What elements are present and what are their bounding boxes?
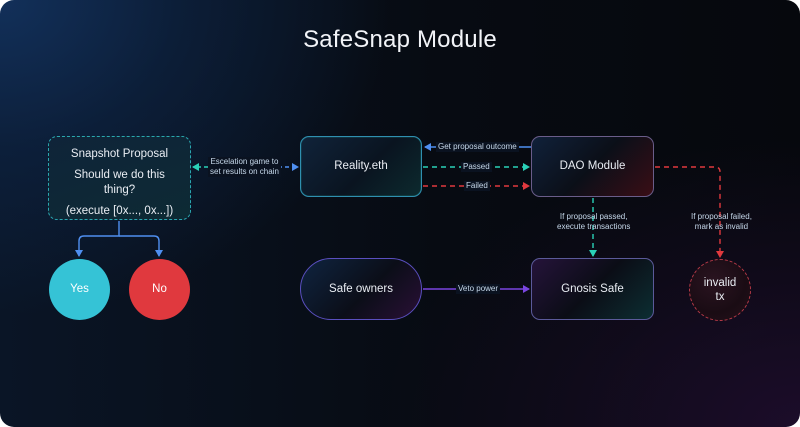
escalation-label: Escelation game to set results on chain	[208, 157, 281, 177]
if-passed-label-line1: If proposal passed,	[559, 212, 628, 221]
safe-owners-node: Safe owners	[300, 258, 422, 320]
invalid-tx-node: invalid tx	[689, 259, 751, 321]
invalid-tx-line2: tx	[715, 291, 725, 303]
no-label: No	[152, 283, 167, 295]
failed-label: Failed	[464, 181, 490, 191]
snapshot-question-line1: Should we do this	[74, 169, 165, 181]
if-passed-label-line2: execute transactions	[557, 222, 631, 231]
mark-invalid-connector	[655, 166, 724, 258]
if-failed-label: If proposal failed, mark as invalid	[689, 212, 754, 232]
escalation-label-line2: set results on chain	[210, 167, 279, 176]
get-outcome-label: Get proposal outcome	[436, 142, 519, 152]
veto-label: Veto power	[456, 284, 501, 294]
if-passed-label: If proposal passed, execute transactions	[555, 212, 632, 232]
snapshot-to-yes-connector	[75, 221, 120, 257]
if-failed-label-line1: If proposal failed,	[691, 212, 752, 221]
reality-eth-node: Reality.eth	[300, 136, 422, 197]
yes-label: Yes	[70, 283, 89, 295]
snapshot-action: (execute [0x..., 0x...])	[65, 205, 174, 217]
dao-module-node: DAO Module	[531, 136, 654, 197]
snapshot-proposal-title: Snapshot Proposal	[70, 148, 169, 160]
diagram-title: SafeSnap Module	[303, 26, 497, 53]
dao-module-label: DAO Module	[559, 160, 626, 172]
invalid-tx-line1: invalid	[703, 277, 737, 289]
gnosis-safe-node: Gnosis Safe	[531, 258, 654, 320]
snapshot-to-no-connector	[119, 235, 163, 257]
escalation-label-line1: Escelation game to	[210, 157, 279, 166]
safe-owners-label: Safe owners	[329, 282, 393, 295]
snapshot-question-line2: thing?	[103, 184, 136, 196]
if-failed-label-line2: mark as invalid	[694, 222, 749, 231]
gnosis-safe-label: Gnosis Safe	[561, 282, 624, 295]
no-node: No	[129, 259, 190, 320]
yes-node: Yes	[49, 259, 110, 320]
passed-label: Passed	[461, 162, 492, 172]
snapshot-proposal-node: Snapshot Proposal Should we do this thin…	[48, 136, 191, 220]
reality-eth-label: Reality.eth	[334, 160, 388, 172]
